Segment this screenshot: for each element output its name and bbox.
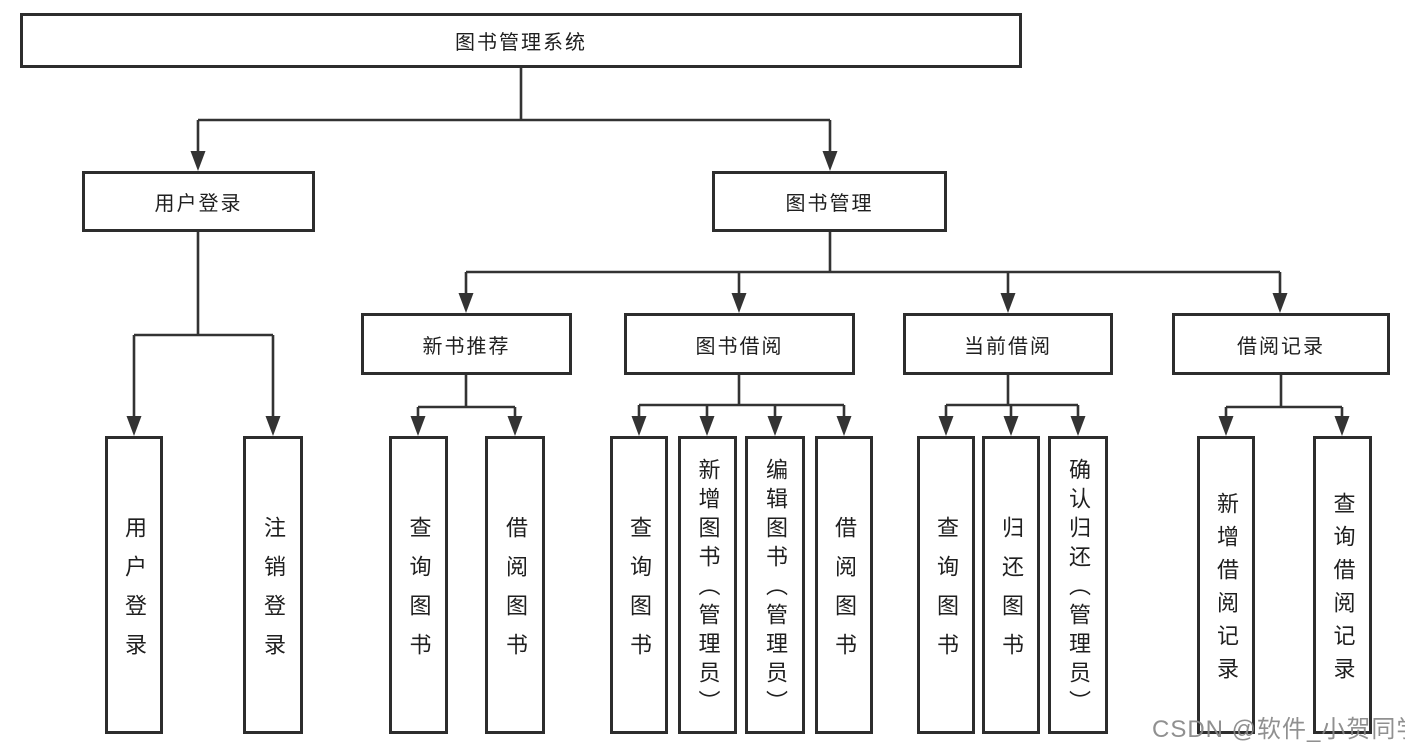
leaf-borrow-book: 借阅图书 (815, 436, 873, 734)
leaf-query-book-recommend: 查询图书 (389, 436, 448, 734)
leaf-confirm-return-admin: 确认归还（管理员） (1048, 436, 1108, 734)
leaf-edit-book-admin: 编辑图书（管理员） (745, 436, 805, 734)
node-current-borrowing: 当前借阅 (903, 313, 1113, 375)
leaf-return-book: 归还图书 (982, 436, 1040, 734)
csdn-watermark: CSDN @软件_小贺同学 (1152, 716, 1405, 743)
leaf-query-borrow-record: 查询借阅记录 (1313, 436, 1372, 734)
leaf-user-login: 用户登录 (105, 436, 163, 734)
leaf-query-book-current: 查询图书 (917, 436, 975, 734)
leaf-query-book-borrowing: 查询图书 (610, 436, 668, 734)
leaf-borrow-book-recommend: 借阅图书 (485, 436, 545, 734)
node-book-management: 图书管理 (712, 171, 947, 232)
node-book-borrowing: 图书借阅 (624, 313, 855, 375)
node-user-login: 用户登录 (82, 171, 315, 232)
node-library-management-system: 图书管理系统 (20, 13, 1022, 68)
node-borrowing-records: 借阅记录 (1172, 313, 1390, 375)
leaf-logout: 注销登录 (243, 436, 303, 734)
node-new-book-recommendation: 新书推荐 (361, 313, 572, 375)
leaf-add-book-admin: 新增图书（管理员） (678, 436, 737, 734)
leaf-add-borrow-record: 新增借阅记录 (1197, 436, 1255, 734)
